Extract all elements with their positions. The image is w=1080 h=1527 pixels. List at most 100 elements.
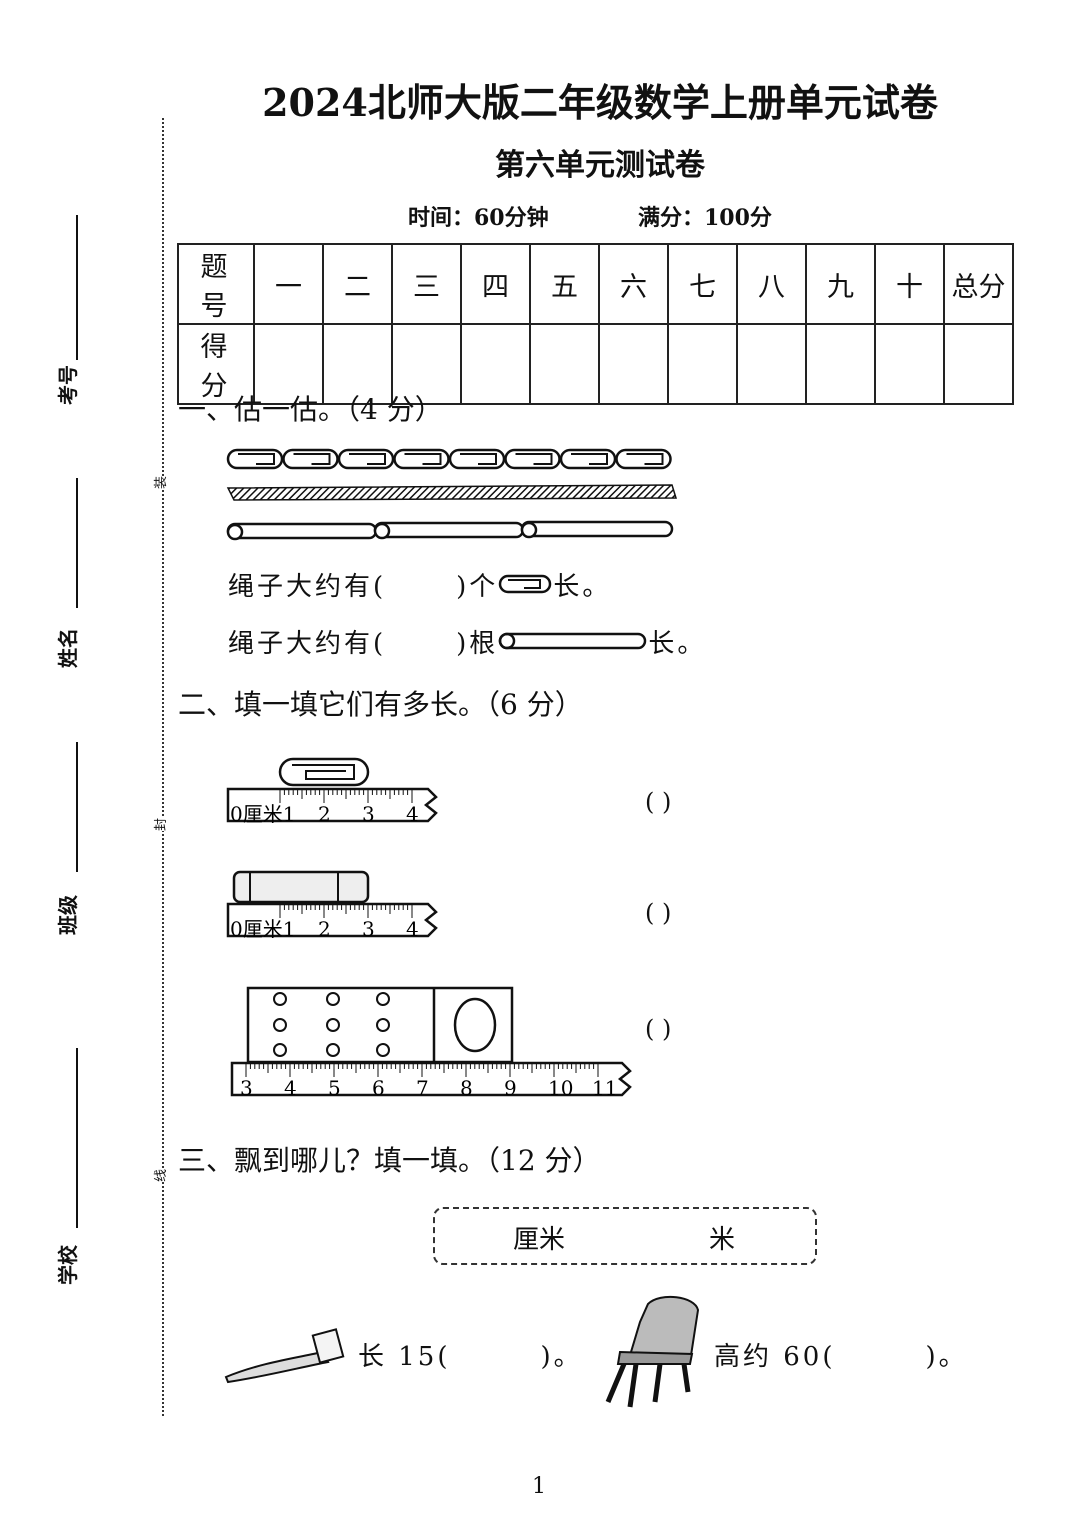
domino-dot (376, 1018, 390, 1032)
ruler-label: 3 (362, 917, 375, 941)
ruler-label: 4 (406, 917, 419, 941)
paperclip (448, 448, 506, 470)
score-header-cell: 十 (874, 243, 945, 325)
school-line (76, 1048, 78, 1228)
score-cell[interactable] (598, 323, 669, 405)
score-header-cell: 题 号 (177, 243, 255, 325)
score-header-cell: 四 (460, 243, 531, 325)
answer-blank-1[interactable]: ( ) (645, 788, 672, 816)
question-3a: 长 15()。 (358, 1342, 583, 1372)
domino-dot (273, 1043, 287, 1057)
paperclip (282, 448, 339, 470)
score-row-label: 得 分 (177, 323, 255, 405)
score-header-cell: 三 (391, 243, 462, 325)
score-header-cell: 七 (667, 243, 738, 325)
ruler-label: 0厘米1 (230, 802, 295, 826)
answer-blank-2[interactable]: ( ) (645, 899, 672, 927)
ruler (230, 1061, 632, 1097)
score-cell[interactable] (667, 323, 738, 405)
unit-m: 米 (709, 1225, 736, 1255)
domino-dot (326, 1043, 340, 1057)
score-header-cell: 总分 (943, 243, 1014, 325)
score-cell[interactable] (943, 323, 1014, 405)
exam-no-line (76, 215, 78, 360)
binding-dotted-line (162, 118, 164, 1416)
ruler-label: 9 (504, 1076, 517, 1100)
question-1b: 绳子大约有()根长。 (228, 629, 707, 659)
section3-heading: 三、飘到哪儿？填一填。（12 分） (178, 1144, 601, 1177)
paperclip (337, 448, 395, 470)
page-subtitle: 第六单元测试卷 (495, 148, 705, 183)
paperclip (393, 448, 450, 470)
school-label: 学校 (56, 1245, 80, 1285)
cut-mark: 线 (150, 1168, 170, 1183)
score-cell[interactable] (322, 323, 393, 405)
paperclip-icon (499, 574, 552, 594)
class-line (76, 742, 78, 872)
score-table: 题 号一二三四五六七八九十总分 得 分 (177, 243, 1014, 405)
score-cell[interactable] (874, 323, 945, 405)
score-cell[interactable] (253, 323, 324, 405)
domino-dot (326, 1018, 340, 1032)
ruler-with-domino: 3 4 5 6 7 8 9 10 11 (230, 986, 632, 1100)
score-cell[interactable] (736, 323, 807, 405)
exam-no-label: 考号 (56, 365, 80, 405)
page-number: 1 (532, 1474, 546, 1499)
ruler-label: 0厘米1 (230, 917, 295, 941)
exam-time: 时间：60分钟 (408, 205, 549, 231)
rope-illustration (226, 448, 678, 541)
ruler-label: 6 (372, 1076, 385, 1100)
page-title: 2024北师大版二年级数学上册单元试卷 (262, 80, 938, 125)
score-header-cell: 一 (253, 243, 324, 325)
unit-cm: 厘米 (513, 1225, 566, 1255)
domino-dot (326, 992, 340, 1006)
stick-icon (499, 632, 647, 650)
paperclip (615, 448, 672, 470)
score-cell[interactable] (460, 323, 531, 405)
score-header-cell: 五 (529, 243, 600, 325)
toothbrush-image (224, 1328, 345, 1384)
paperclip (559, 448, 617, 470)
question-1a: 绳子大约有()个长。 (228, 572, 612, 602)
paperclip (226, 448, 284, 470)
unit-options-box: 厘米 米 (433, 1207, 817, 1265)
name-label: 姓名 (56, 628, 80, 668)
name-line (76, 478, 78, 608)
full-score: 满分：100分 (638, 205, 772, 231)
ruler-label: 11 (592, 1076, 617, 1100)
score-header-cell: 九 (805, 243, 876, 325)
ruler-label: 10 (548, 1076, 573, 1100)
section2-heading: 二、填一填它们有多长。（6 分） (178, 688, 583, 721)
chair-image (605, 1295, 700, 1408)
domino-dot (376, 1043, 390, 1057)
score-cell[interactable] (805, 323, 876, 405)
score-header-cell: 二 (322, 243, 393, 325)
domino-dot (273, 992, 287, 1006)
ruler-label: 3 (362, 802, 375, 826)
paperclip (504, 448, 561, 470)
ruler-label: 7 (416, 1076, 429, 1100)
domino-dot (376, 992, 390, 1006)
section1-heading: 一、估一估。（4 分） (178, 393, 443, 426)
ruler-with-eraser: 0厘米1 2 3 4 (226, 870, 438, 941)
ruler-with-paperclip: 0厘米1 2 3 4 (226, 757, 438, 826)
ruler-label: 4 (284, 1076, 297, 1100)
score-cell[interactable] (391, 323, 462, 405)
domino-dot (273, 1018, 287, 1032)
rope (226, 484, 678, 501)
cut-mark: 装 (150, 475, 170, 490)
ruler-label: 5 (328, 1076, 341, 1100)
ruler-label: 4 (406, 802, 419, 826)
question-3b: 高约 60()。 (714, 1342, 968, 1372)
ruler-label: 8 (460, 1076, 473, 1100)
score-cell[interactable] (529, 323, 600, 405)
ruler-label: 2 (318, 802, 331, 826)
ruler-label: 2 (318, 917, 331, 941)
answer-blank-3[interactable]: ( ) (645, 1015, 672, 1043)
cut-mark: 封 (150, 817, 170, 832)
score-header-cell: 八 (736, 243, 807, 325)
class-label: 班级 (56, 895, 80, 935)
score-header-cell: 六 (598, 243, 669, 325)
ruler-label: 3 (240, 1076, 253, 1100)
